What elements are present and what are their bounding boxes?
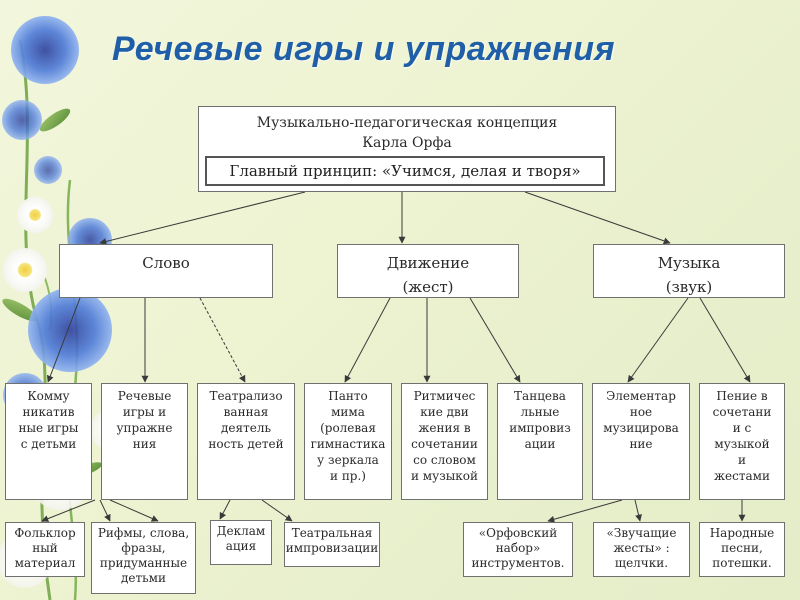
node-tantsevalnye: Танцева льные импровиз ации bbox=[497, 383, 583, 500]
node-text-line: импровизации bbox=[285, 541, 379, 555]
node-text-line: ния bbox=[132, 437, 157, 451]
node-text-line: импровиз bbox=[509, 421, 571, 435]
node-text-line: «Орфовский bbox=[478, 526, 558, 540]
node-sublabel: (жест) bbox=[402, 278, 454, 296]
node-label: Движение bbox=[386, 254, 470, 272]
node-text-line: Панто bbox=[328, 389, 368, 403]
node-pantomima: Панто мима (ролевая гимнастика у зеркала и пр… bbox=[304, 383, 392, 500]
node-text-line: ные игры bbox=[18, 421, 79, 435]
node-label: Слово bbox=[142, 254, 190, 272]
node-text-line: Танцева bbox=[514, 389, 566, 403]
node-text-line: Ритмичес bbox=[413, 389, 476, 403]
node-text-line: и bbox=[738, 453, 746, 467]
node-slovo: Слово bbox=[59, 244, 273, 298]
node-text-line: мима bbox=[331, 405, 365, 419]
node-text-line: ации bbox=[524, 437, 556, 451]
node-text-line: сочетани bbox=[712, 405, 772, 419]
node-text-line: гимнастика bbox=[310, 437, 386, 451]
node-text-line: и музыкой bbox=[410, 469, 479, 483]
node-elementarnoe: Элементар ное музицирова ние bbox=[592, 383, 690, 500]
node-text-line: музицирова bbox=[603, 421, 679, 435]
node-text-line: «Звучащие bbox=[606, 526, 677, 540]
node-text-line: Театральная bbox=[291, 526, 373, 540]
node-text-line: Пение в bbox=[716, 389, 768, 403]
node-teatralizovannaya: Театрализо ванная деятель ность детей bbox=[197, 383, 295, 500]
node-text-line: Театрализо bbox=[209, 389, 283, 403]
node-text-line: Элементар bbox=[606, 389, 676, 403]
node-text-line: щелчки. bbox=[614, 556, 669, 570]
node-text-line: никатив bbox=[22, 405, 75, 419]
node-text-line: песни, bbox=[721, 541, 763, 555]
node-text-line: Фольклор bbox=[14, 526, 76, 540]
node-text-line: льные bbox=[520, 405, 560, 419]
node-ritmicheskie: Ритмичес кие дви жения в сочетании со словом… bbox=[401, 383, 488, 500]
node-text-line: упражне bbox=[116, 421, 173, 435]
node-text-line: материал bbox=[14, 556, 76, 570]
node-text-line: ный bbox=[32, 541, 58, 555]
node-dvizhenie: Движение (жест) bbox=[337, 244, 519, 298]
node-text-line: у зеркала bbox=[317, 453, 379, 467]
node-text-line: Рифмы, слова, bbox=[97, 526, 190, 540]
node-text-line: кие дви bbox=[420, 405, 469, 419]
node-text-line: (ролевая bbox=[320, 421, 376, 435]
concept-title-line2: Карла Орфа bbox=[362, 135, 452, 151]
node-text-line: ация bbox=[225, 539, 257, 553]
node-text-line: и с bbox=[732, 421, 752, 435]
node-text-line: деятель bbox=[221, 421, 271, 435]
node-label: Музыка bbox=[657, 254, 721, 272]
node-text-line: инструментов. bbox=[471, 556, 565, 570]
node-text-line: придуманные bbox=[99, 556, 188, 570]
node-text-line: с детьми bbox=[20, 437, 77, 451]
node-text-line: ность детей bbox=[208, 437, 284, 451]
node-text-line: и пр.) bbox=[330, 469, 366, 483]
node-text-line: набор» bbox=[495, 541, 541, 555]
node-text-line: ное bbox=[629, 405, 653, 419]
node-text-line: Народные bbox=[709, 526, 775, 540]
node-rechevye-igry: Речевые игры и упражне ния bbox=[101, 383, 188, 500]
node-text-line: ванная bbox=[223, 405, 269, 419]
node-text-line: Речевые bbox=[117, 389, 172, 403]
node-text-line: Деклам bbox=[216, 524, 266, 538]
page-title: Речевые игры и упражнения bbox=[112, 30, 615, 68]
node-text-line: игры и bbox=[122, 405, 167, 419]
node-text-line: ние bbox=[629, 437, 653, 451]
node-text-line: сочетании bbox=[411, 437, 478, 451]
node-text-line: со словом bbox=[413, 453, 476, 467]
node-text-line: жения в bbox=[418, 421, 471, 435]
node-text-line: Комму bbox=[27, 389, 70, 403]
node-text-line: жесты» : bbox=[613, 541, 670, 555]
node-muzyka: Музыка (звук) bbox=[593, 244, 785, 298]
node-text-line: детьми bbox=[121, 571, 166, 585]
concept-title-line1: Музыкально-педагогическая концепция bbox=[256, 115, 558, 131]
node-text-line: потешки. bbox=[712, 556, 772, 570]
node-kommunikativnye-igry: Комму никатив ные игры с детьми bbox=[5, 383, 92, 500]
node-sublabel: (звук) bbox=[665, 278, 713, 296]
node-text-line: музыкой bbox=[714, 437, 770, 451]
node-penie: Пение в сочетани и с музыкой и жестами bbox=[699, 383, 785, 500]
node-text-line: жестами bbox=[714, 469, 770, 483]
node-text-line: фразы, bbox=[121, 541, 166, 555]
main-principle-box: Главный принцип: «Учимся, делая и творя» bbox=[205, 156, 605, 186]
